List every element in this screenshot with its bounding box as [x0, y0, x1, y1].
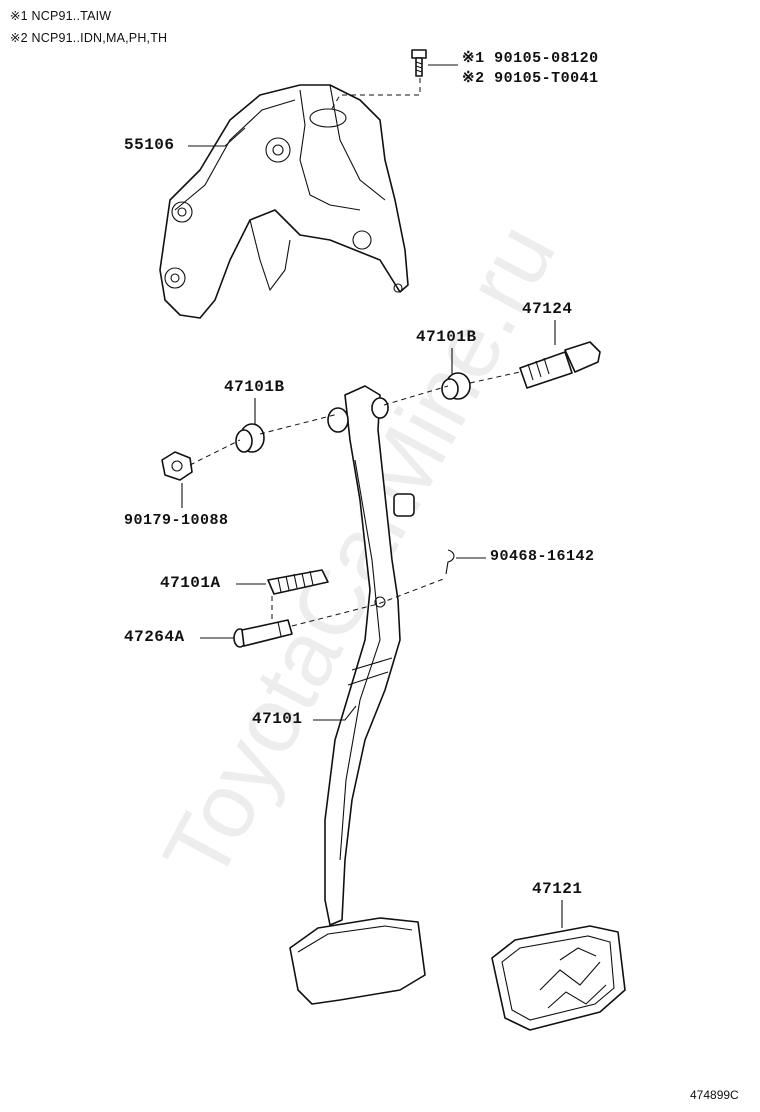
- nut: [161, 451, 193, 481]
- label-nut[interactable]: 90179-10088: [124, 512, 229, 529]
- note-1-mark: ※1: [10, 9, 28, 23]
- label-spring[interactable]: 47101A: [160, 574, 221, 592]
- pedal-pad: [491, 925, 626, 1031]
- label-bolt-note1[interactable]: ※1 90105-08120: [462, 50, 599, 67]
- label-pad[interactable]: 47121: [532, 880, 583, 898]
- pedal-arm: [324, 385, 415, 926]
- label-pin[interactable]: 47264A: [124, 628, 185, 646]
- bushing-left: [235, 423, 265, 453]
- note-2: ※2 NCP91..IDN,MA,PH,TH: [10, 30, 167, 45]
- clevis-pin: [233, 619, 293, 648]
- label-pedal[interactable]: 47101: [252, 710, 303, 728]
- pedal-foot: [289, 917, 426, 1005]
- note-1-text: NCP91..TAIW: [31, 9, 112, 23]
- label-bolt-note2[interactable]: ※2 90105-T0041: [462, 70, 599, 87]
- note-2-text: NCP91..IDN,MA,PH,TH: [31, 31, 168, 45]
- pivot-bolt: [519, 341, 601, 389]
- top-bolt: [411, 49, 427, 77]
- pedal-bracket: [159, 84, 409, 319]
- note-2-mark: ※2: [10, 31, 28, 45]
- note-1: ※1 NCP91..TAIW: [10, 8, 111, 23]
- label-bushing-left[interactable]: 47101B: [224, 378, 285, 396]
- clip: [445, 549, 455, 575]
- label-bushing-right[interactable]: 47101B: [416, 328, 477, 346]
- figure-code: 474899C: [690, 1088, 739, 1102]
- bushing-right: [441, 372, 471, 400]
- return-spring: [267, 569, 329, 595]
- label-pivot-bolt[interactable]: 47124: [522, 300, 573, 318]
- label-bracket[interactable]: 55106: [124, 136, 175, 154]
- label-clip[interactable]: 90468-16142: [490, 548, 595, 565]
